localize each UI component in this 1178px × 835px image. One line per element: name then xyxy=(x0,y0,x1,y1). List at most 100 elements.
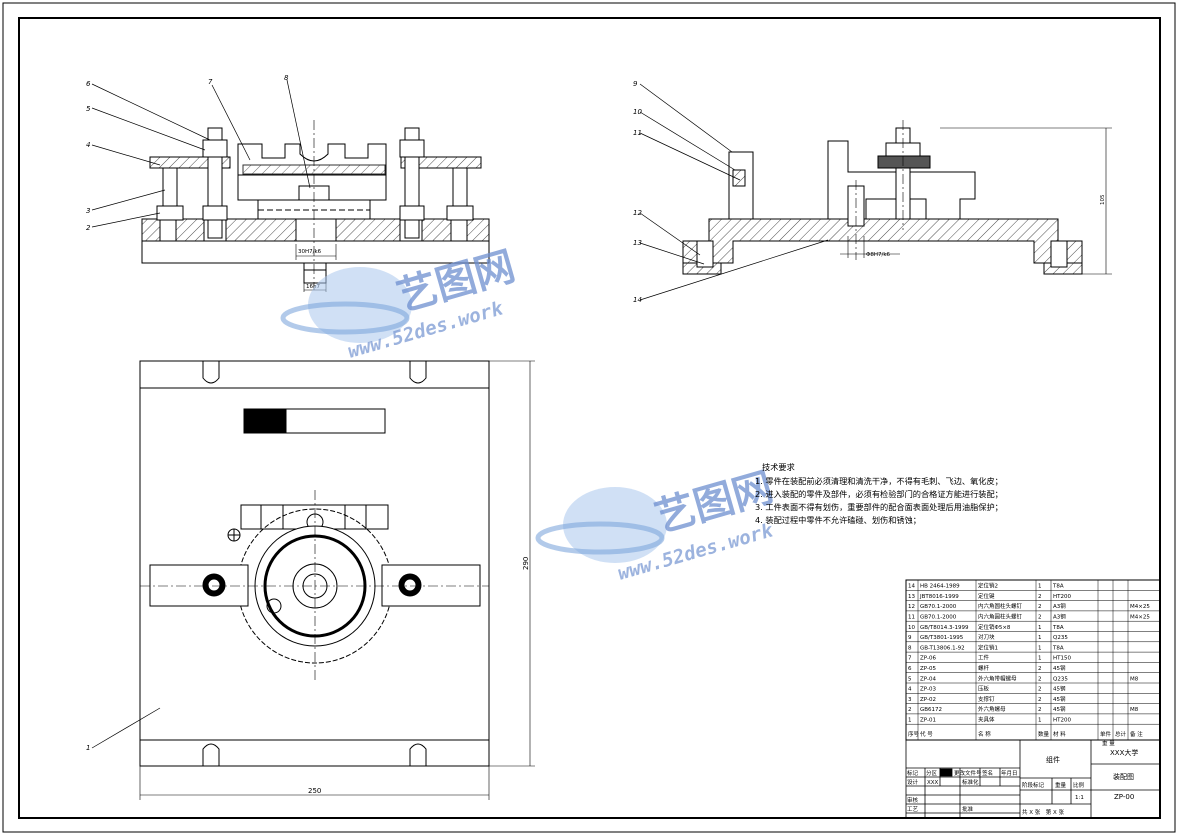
tech-req-item-2: 2. 进入装配的零件及部件，必须有检验部门的合格证方能进行装配； xyxy=(755,489,1003,499)
bom-cell: GB70.1-2000 xyxy=(920,615,957,621)
title-date-label: 年月日 xyxy=(1001,769,1018,777)
bom-cell: T8A xyxy=(1052,645,1064,651)
title-mark-label: 标记 xyxy=(907,769,919,777)
bom-cell: ZP-04 xyxy=(920,676,936,682)
title-drawing-name: 装配图 xyxy=(1113,772,1134,781)
title-designer: XXX xyxy=(927,780,939,786)
bom-cell: 5 xyxy=(908,676,912,682)
bom-header-cell: 代 号 xyxy=(920,730,933,738)
fit-label-30: 30H7/k6 xyxy=(298,249,322,255)
title-zone-label: 分区 xyxy=(926,769,938,777)
bom-cell: 13 xyxy=(908,594,915,600)
tech-req-item-4: 4. 装配过程中零件不允许磕碰、划伤和锈蚀； xyxy=(755,515,921,525)
bom-cell: 2 xyxy=(1038,615,1042,621)
title-scale-label: 比例 xyxy=(1073,781,1085,789)
bom-cell: 2 xyxy=(1038,707,1042,713)
bom-cell: 螺杆 xyxy=(978,664,990,672)
bom-cell: 2 xyxy=(1038,594,1042,600)
bom-cell: 压板 xyxy=(978,685,990,693)
title-process-label: 工艺 xyxy=(907,806,919,813)
bom-cell: 2 xyxy=(908,707,912,713)
bom-cell: 2 xyxy=(1038,687,1042,693)
title-designer-label: 设计 xyxy=(907,778,919,786)
front-view xyxy=(91,79,490,292)
title-change-label: 更改文件号 xyxy=(954,769,982,777)
bom-header-cell: 单件 xyxy=(1100,730,1112,738)
height-dim-105: 105 xyxy=(1100,194,1106,205)
bom-cell: 内六角圆柱头螺钉 xyxy=(978,602,1023,610)
bom-cell: 45钢 xyxy=(1053,685,1066,693)
bom-cell: 1 xyxy=(1038,584,1042,590)
title-block-text: 组件 XXX大学 装配图 ZP-00 阶段标记 重量 比例 1:1 共 X 张 … xyxy=(907,748,1138,816)
callout-4: 4 xyxy=(86,141,90,149)
bom-cell: 2 xyxy=(1038,666,1042,672)
bom-cell: 11 xyxy=(908,615,915,621)
front-view-labels: 6 5 4 3 2 7 8 30H7/k6 16h7 xyxy=(86,74,322,290)
bom-cell: 定位销2 xyxy=(978,582,998,590)
tech-req-item-1: 1. 零件在装配前必须清理和清洗干净，不得有毛刺、飞边、氧化皮； xyxy=(755,476,1003,486)
watermark-2: 艺图网 www.52des.work xyxy=(535,464,778,585)
bom-cell: 1 xyxy=(1038,718,1042,724)
fit-label-16: 16h7 xyxy=(306,284,320,290)
bom-cell: M8 xyxy=(1130,707,1139,713)
title-review-label: 审核 xyxy=(907,796,919,804)
title-company: XXX大学 xyxy=(1110,748,1138,757)
title-std-label: 标准化 xyxy=(962,778,979,786)
bom-cell: JBT8016-1999 xyxy=(919,594,959,600)
bom-cell: A3钢 xyxy=(1053,613,1066,621)
bom-header-cell: 序号 xyxy=(908,730,920,738)
fit-label-8: Φ8H7/k6 xyxy=(866,252,891,258)
inner-frame xyxy=(18,17,1161,819)
bom-cell: 45钢 xyxy=(1053,664,1066,672)
bom-cell: GB/T8014.3-1999 xyxy=(920,625,969,631)
bom-cell: GB70.1-2000 xyxy=(920,604,957,610)
title-group: 组件 xyxy=(1046,755,1060,764)
bom-cell: ZP-02 xyxy=(920,697,936,703)
tech-requirements: 技术要求 1. 零件在装配前必须清理和清洗干净，不得有毛刺、飞边、氧化皮； 2.… xyxy=(755,462,1003,525)
bom-cell: 45钢 xyxy=(1053,705,1066,713)
bom-cell: A3钢 xyxy=(1053,602,1066,610)
tech-req-title: 技术要求 xyxy=(762,462,795,472)
title-approve-label: 批准 xyxy=(962,805,974,813)
bom-header-cell: 数量 xyxy=(1038,730,1050,738)
bom-cell: 2 xyxy=(1038,697,1042,703)
bom-cell: 1 xyxy=(1038,645,1042,651)
callout-2: 2 xyxy=(86,224,91,232)
bom-cell: ZP-03 xyxy=(920,687,936,693)
bom-cell: T8A xyxy=(1052,625,1064,631)
bom-cell: 定位销1 xyxy=(978,643,998,651)
bom-cell: 3 xyxy=(908,697,912,703)
bom-cell: 定位销Φ5×8 xyxy=(978,623,1011,631)
bom-cell: 支撑钉 xyxy=(978,695,995,703)
callout-10: 10 xyxy=(633,108,642,116)
bom-cell: HT200 xyxy=(1053,718,1071,724)
bom-cell: M4×25 xyxy=(1130,604,1150,610)
width-dim-250: 250 xyxy=(308,787,321,795)
title-drawing-no: ZP-00 xyxy=(1114,793,1134,801)
bom-cell: GB-T13806.1-92 xyxy=(920,645,965,651)
bom-cell: M4×25 xyxy=(1130,615,1150,621)
bom-cell: ZP-05 xyxy=(920,666,936,672)
bom-cell: ZP-01 xyxy=(920,718,936,724)
title-weight-label: 重量 xyxy=(1055,781,1067,789)
callout-13: 13 xyxy=(633,239,642,247)
callout-3: 3 xyxy=(86,207,90,215)
bom-cell: 定位键 xyxy=(978,592,995,600)
bom-cell: GB6172 xyxy=(920,707,942,713)
bom-cell: HT150 xyxy=(1053,656,1071,662)
bom-cell: HT200 xyxy=(1053,594,1071,600)
callout-12: 12 xyxy=(633,209,642,217)
callout-9: 9 xyxy=(633,80,638,88)
callout-11: 11 xyxy=(633,129,642,137)
bom-cell: 1 xyxy=(908,718,912,724)
callout-5: 5 xyxy=(86,105,91,113)
bom-cell: 外六角螺母 xyxy=(978,705,1006,713)
bom-cell: Q235 xyxy=(1053,635,1068,641)
title-block xyxy=(905,739,1161,819)
bom-cell: HB 2464-1989 xyxy=(920,584,960,590)
bom-cell: 外六角带帽螺母 xyxy=(978,674,1017,682)
side-view-labels: 9 10 11 12 13 14 Φ8H7/k6 105 xyxy=(633,80,1106,304)
